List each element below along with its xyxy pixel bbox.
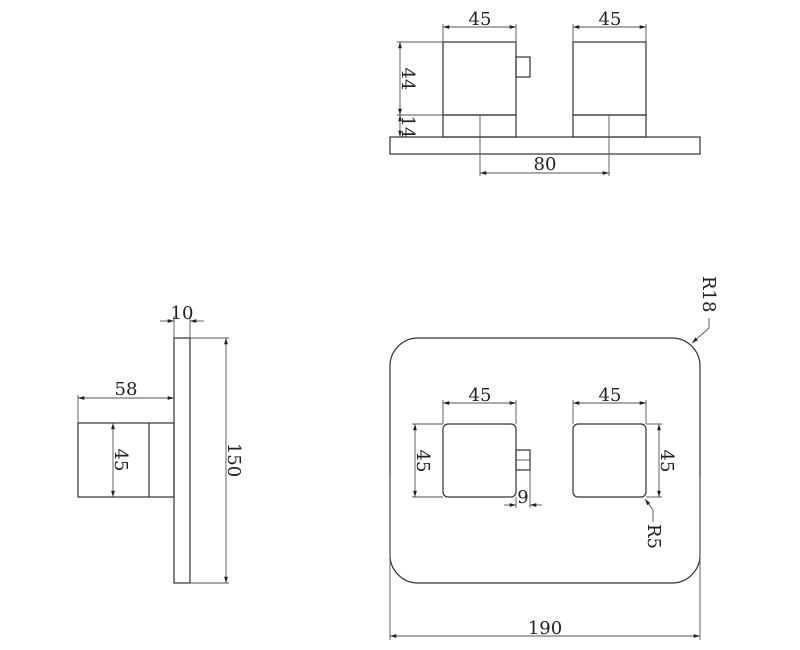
dim-label: 10: [171, 303, 194, 324]
dim-label: 44: [397, 68, 418, 91]
right-stem: [572, 114, 647, 138]
dim-label: 150: [223, 443, 244, 477]
right-knob: [572, 41, 647, 116]
side-plate: [173, 337, 191, 584]
dim-label: 45: [599, 385, 622, 406]
left-knob: [442, 41, 517, 116]
dim-label: 80: [534, 154, 557, 175]
front-right-knob: [572, 423, 647, 498]
dim-label: 45: [656, 450, 677, 473]
base-plate: [389, 136, 701, 155]
top-view: 45 45 44 14 80: [389, 9, 701, 176]
dim-label: R5: [643, 524, 664, 549]
dim-label: 190: [528, 618, 562, 639]
front-left-knob: [442, 423, 517, 498]
side-knob: [77, 422, 175, 498]
dim-label: 45: [412, 450, 433, 473]
left-knob-step: [515, 56, 531, 78]
dim-label: R18: [698, 276, 719, 312]
dim-label: 45: [110, 449, 131, 472]
dim-label: 58: [115, 379, 138, 400]
dim-label: 9: [517, 487, 528, 508]
dim-label: 45: [599, 9, 622, 30]
dim-label: 45: [469, 9, 492, 30]
front-plate: [389, 337, 701, 584]
left-stem: [442, 114, 517, 138]
dim-label: 14: [397, 116, 418, 139]
dim-label: 45: [469, 385, 492, 406]
side-view: 10 58 45 150: [77, 303, 244, 584]
front-view: 45 45 45 45 9 R5 R18 190: [389, 276, 719, 640]
